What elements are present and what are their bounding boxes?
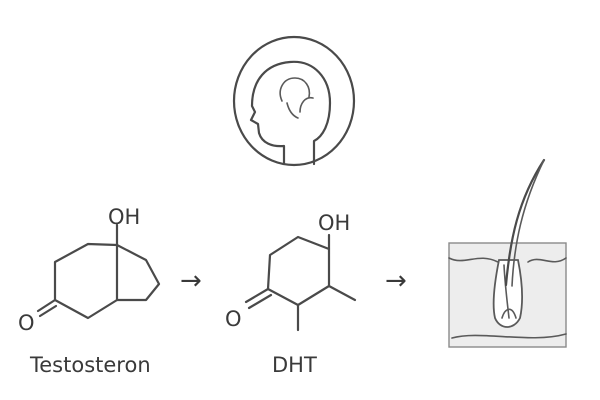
testosterone-caption: Testosteron [29,353,151,377]
hair-follicle-skin-icon [448,158,567,348]
testosterone-structure: OH O [18,205,161,335]
dht-structure: OH O [225,211,357,332]
testosterone-hydroxyl-label: OH [108,205,140,229]
dht-hydroxyl-label: OH [318,211,350,235]
head-profile-icon [232,35,356,167]
dht-ketone-label: O [225,307,242,331]
testosterone-ketone-label: O [18,311,35,335]
conversion-arrow-1: → [180,266,202,296]
dht-caption: DHT [272,353,317,377]
conversion-arrow-2: → [385,266,407,296]
